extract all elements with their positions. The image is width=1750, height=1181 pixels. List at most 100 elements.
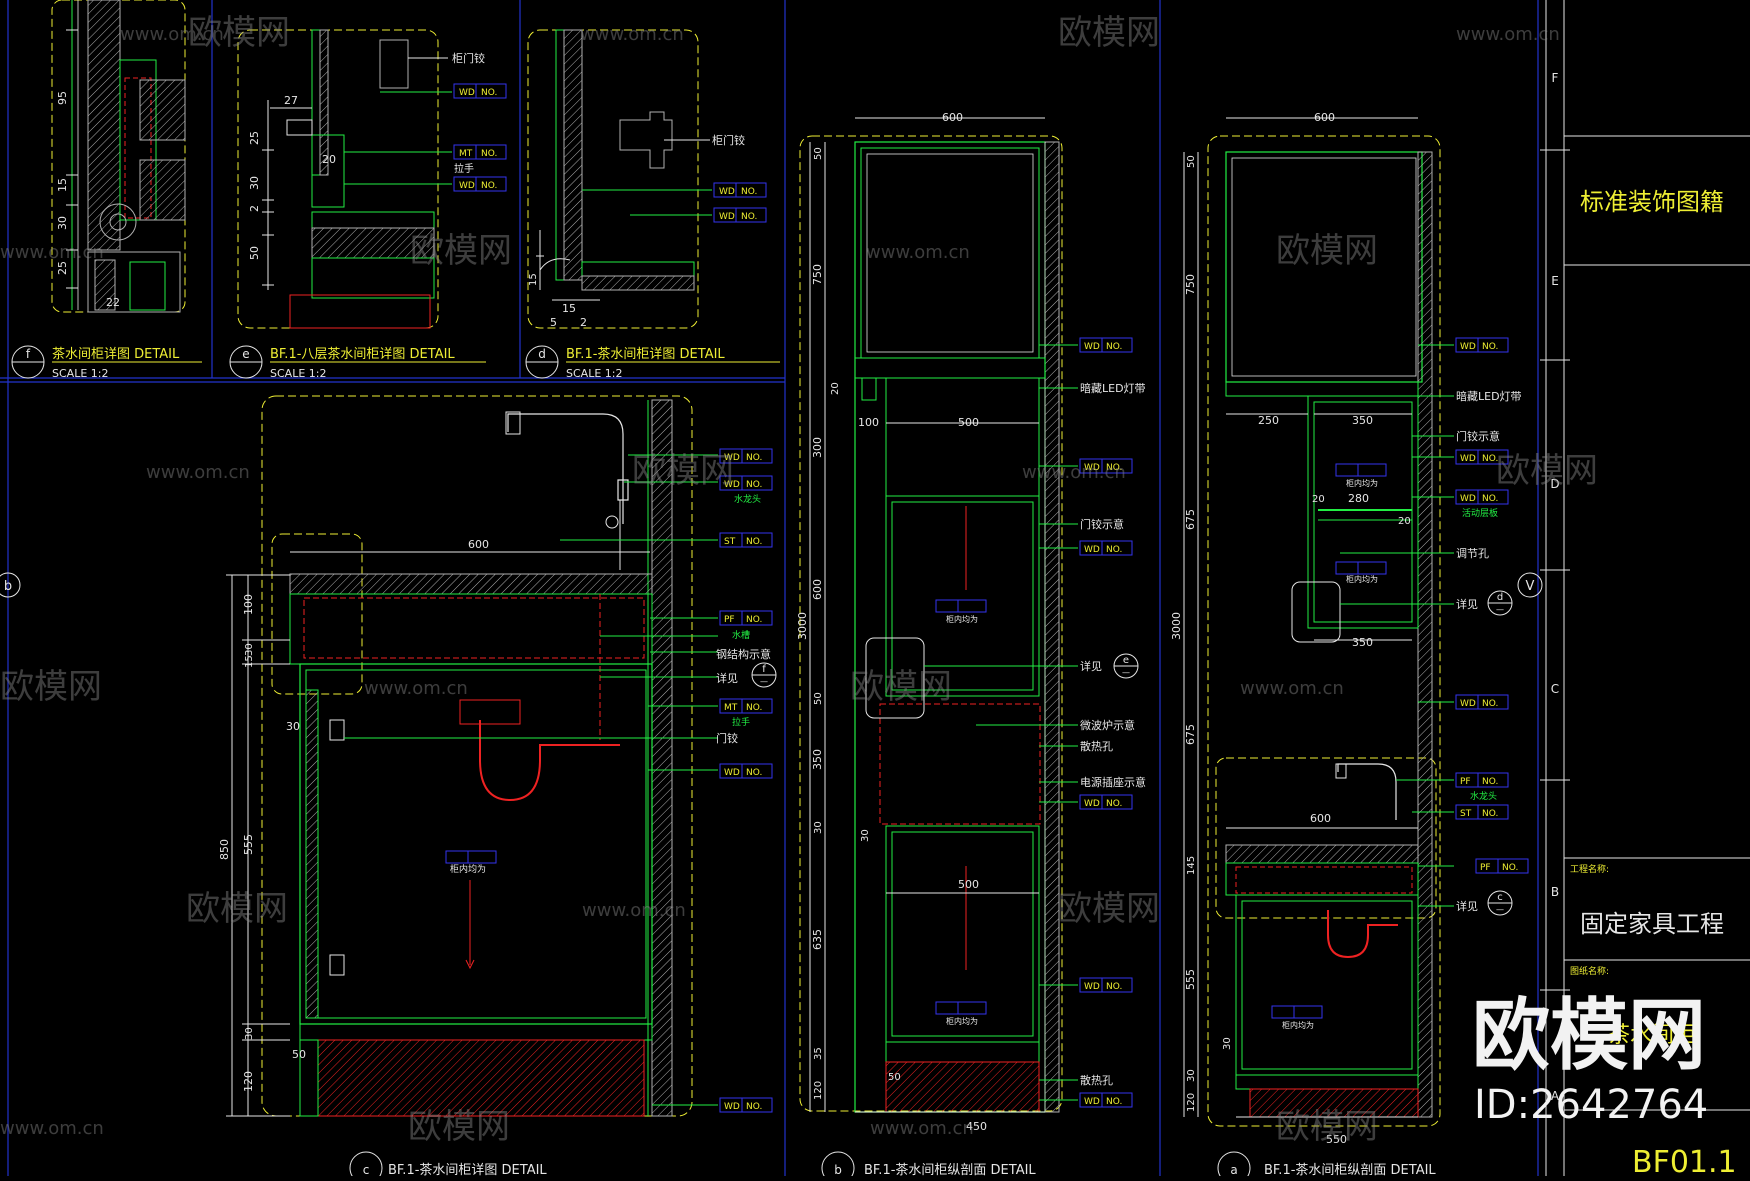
dim-text: 600 (1310, 812, 1331, 825)
callout-note: 门铰 (716, 731, 738, 745)
watermark-brand: 欧模网 (188, 13, 290, 53)
detail-letter: c (363, 1163, 370, 1176)
dim-text: 635 (811, 929, 824, 950)
dim-text: 2 (248, 205, 261, 212)
detail-letter: d (538, 347, 546, 361)
callout-note: 调节孔 (1456, 547, 1489, 560)
drawing-number: BF01.1 (1632, 1145, 1737, 1176)
dim-text: 250 (1258, 414, 1279, 427)
dim-text: 3000 (1170, 612, 1183, 640)
callout-note: 微波炉示意 (1080, 718, 1135, 732)
title-block-header: 标准装饰图籍 (1580, 188, 1724, 216)
svg-text:WD: WD (724, 453, 740, 463)
svg-text:WD: WD (1084, 342, 1100, 352)
dim-text: 50 (292, 1048, 306, 1061)
callout-note: 柜门铰 (712, 133, 745, 147)
callout-note: 详见 (1080, 659, 1102, 673)
svg-text:NO.: NO. (746, 615, 762, 625)
svg-text:WD: WD (459, 181, 475, 191)
watermark-id: ID:2642764 (1474, 1082, 1708, 1128)
dim-text: 675 (1184, 509, 1197, 530)
dim-text: 30 (286, 720, 300, 733)
dim-text: 675 (1184, 724, 1197, 745)
svg-text:WD: WD (1460, 699, 1476, 709)
dim-text: 550 (1326, 1133, 1347, 1146)
svg-text:PF: PF (1460, 777, 1471, 787)
row-letter: B (1551, 885, 1559, 899)
callout-note: 电源插座示意 (1080, 775, 1146, 789)
panel-b: 柜内均为 柜内均为 600 50 750 20 100 500 300 3000… (796, 111, 1146, 1181)
material-tag: WD NO. (453, 176, 507, 192)
drawing-label: 图纸名称: (1570, 965, 1609, 977)
axis-marker-right: V (1517, 572, 1543, 598)
detail-scale: SCALE 1:2 (270, 367, 326, 380)
callout-note: 暗藏LED灯带 (1456, 389, 1522, 403)
material-tag: WD NO. (1079, 337, 1133, 353)
panel-c: 柜内均为 600 100 30 15 850 555 30 30 120 50 (218, 395, 777, 1181)
callout-note: 散热孔 (1080, 1073, 1113, 1087)
watermark-brand: 欧模网 (1058, 889, 1160, 929)
watermark-brand: 欧模网 (1496, 451, 1598, 491)
callout-note: 柜内均为 (946, 614, 978, 624)
watermark-brand: 欧模网 (186, 889, 288, 929)
callout-note: 柜门铰 (452, 51, 485, 65)
detail-letter: b (834, 1163, 842, 1176)
callout-note: 水龙头 (734, 493, 761, 505)
dim-text: 50 (248, 246, 261, 260)
dim-text: 350 (1352, 414, 1373, 427)
dim-text: 350 (1352, 636, 1373, 649)
dim-text: 50 (813, 692, 824, 705)
dim-text: 450 (966, 1120, 987, 1133)
watermark-url: www.om.cn (146, 462, 250, 483)
watermark-url: www.om.cn (0, 242, 104, 263)
svg-text:NO.: NO. (1482, 809, 1498, 819)
svg-text:b: b (4, 579, 12, 594)
dim-text: 300 (811, 437, 824, 458)
dim-text: 750 (811, 264, 824, 285)
detail-letter: f (26, 347, 31, 361)
watermark-brand: 欧模网 (0, 667, 102, 707)
row-letter: A (1551, 1089, 1560, 1103)
svg-text:NO.: NO. (481, 181, 497, 191)
watermark-url: www.om.cn (0, 1118, 104, 1139)
svg-text:WD: WD (719, 187, 735, 197)
project-name: 固定家具工程 (1580, 910, 1724, 938)
dim-text: 2 (580, 316, 587, 329)
callout-note: 详见 (1456, 597, 1478, 611)
dim-text: 15 (528, 273, 539, 286)
detail-title: BF.1-八层茶水间柜详图 DETAIL (270, 346, 455, 362)
dim-text: 120 (242, 1071, 255, 1092)
detail-bubble (1217, 1151, 1251, 1181)
svg-text:NO.: NO. (1106, 982, 1122, 992)
callout-note: 详见 (1456, 899, 1478, 913)
watermark-url: www.om.cn (120, 24, 224, 45)
watermark-brand: 欧模网 (850, 667, 952, 707)
dim-text: 555 (1184, 969, 1197, 990)
detail-letter: e (242, 347, 249, 361)
dim-text: 95 (56, 91, 69, 105)
svg-text:WD: WD (1084, 982, 1100, 992)
dim-text: 30 (1222, 1037, 1233, 1050)
project-label: 工程名称: (1570, 863, 1609, 875)
svg-text:NO.: NO. (1106, 342, 1122, 352)
detail-title: BF.1-茶水间柜纵剖面 DETAIL (1264, 1162, 1436, 1176)
callout-note: 水龙头 (1470, 790, 1497, 802)
svg-text:WD: WD (1084, 463, 1100, 473)
svg-text:NO.: NO. (741, 212, 757, 222)
row-letter: D (1550, 477, 1559, 491)
section-callout-sub: — (760, 677, 768, 686)
dim-text: 5 (550, 316, 557, 329)
svg-text:MT: MT (459, 149, 473, 159)
svg-text:WD: WD (1460, 454, 1476, 464)
callout-note: 散热孔 (1080, 739, 1113, 753)
callout-note: 详见 (716, 671, 738, 685)
callout-note: 门铰示意 (1080, 517, 1124, 531)
